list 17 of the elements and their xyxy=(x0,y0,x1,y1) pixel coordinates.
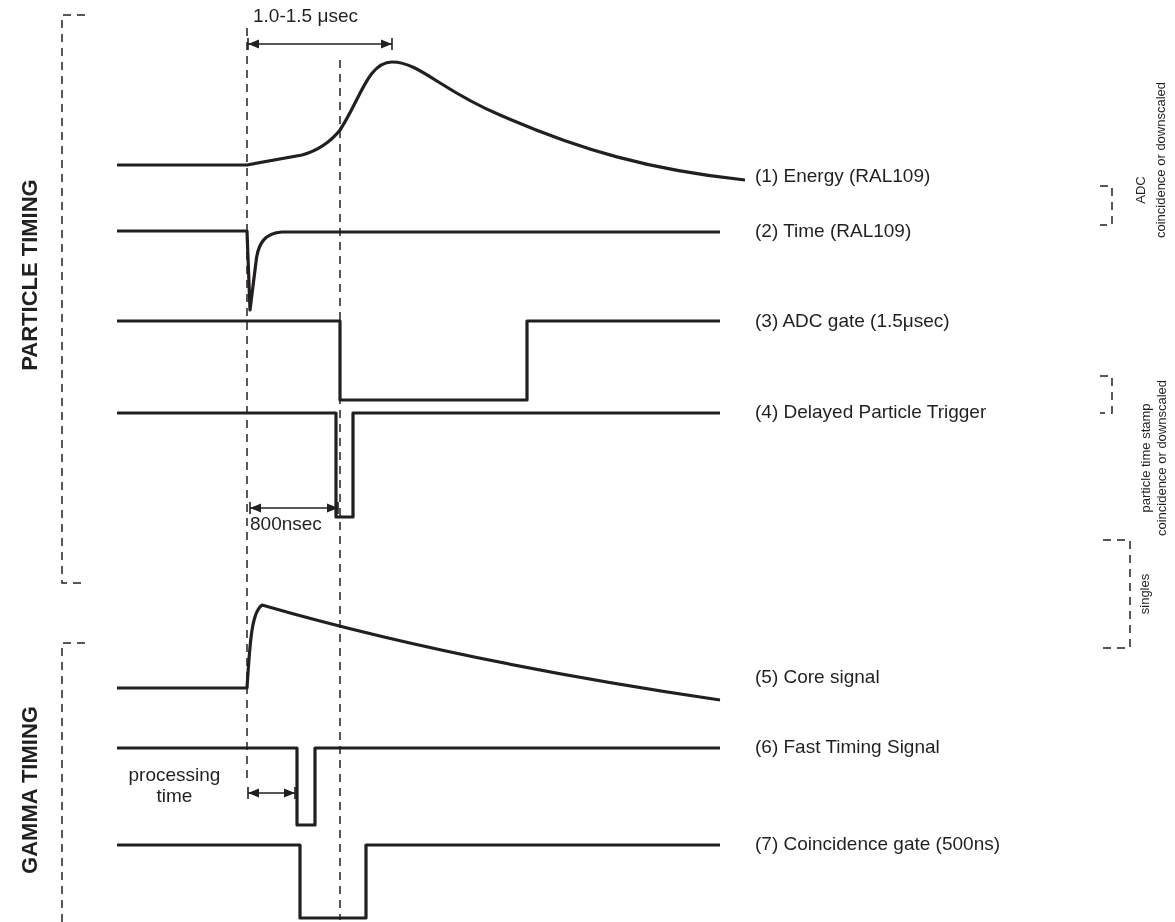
signal-label: (3) ADC gate (1.5μsec) xyxy=(755,311,950,332)
signal-label: (2) Time (RAL109) xyxy=(755,221,912,242)
signal-label: (6) Fast Timing Signal xyxy=(755,737,940,758)
signal-label: (1) Energy (RAL109) xyxy=(755,166,931,187)
signal-label: (4) Delayed Particle Trigger xyxy=(755,402,987,423)
annotation-text: particle time stamp xyxy=(1138,403,1154,513)
annotation-text: singles xyxy=(1137,573,1153,615)
annotation-text: coincidence or downscaled xyxy=(1153,81,1169,239)
dimension-label: 800nsec xyxy=(250,514,322,535)
annotation-text: ADC xyxy=(1133,176,1149,204)
signal-label: (5) Core signal xyxy=(755,667,880,688)
group-heading: GAMMA TIMING xyxy=(17,706,43,874)
annotation-text: coincidence or downscaled xyxy=(1154,379,1170,537)
dimension-label: processing time xyxy=(127,765,222,807)
signal-label: (7) Coincidence gate (500ns) xyxy=(755,834,1001,855)
dimension-label: 1.0-1.5 μsec xyxy=(253,6,358,27)
group-heading: PARTICLE TIMING xyxy=(17,179,43,371)
